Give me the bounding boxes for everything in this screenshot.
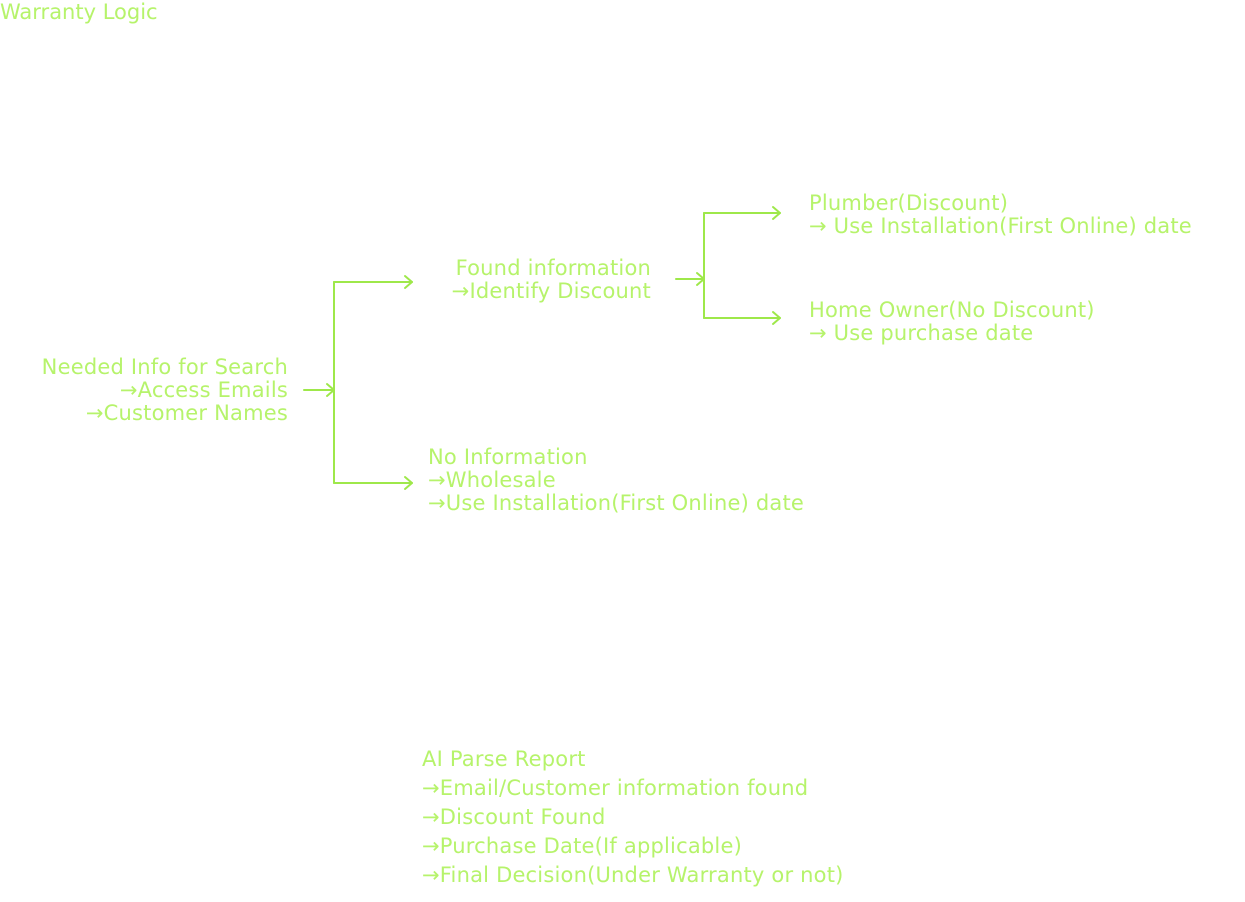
node-home-owner: Home Owner(No Discount) → Use purchase d…: [809, 299, 1095, 345]
node-needed-info-line: Needed Info for Search: [41, 355, 288, 379]
node-ai-parse-report-line: →Purchase Date(If applicable): [422, 834, 742, 858]
node-ai-parse-report-line: →Email/Customer information found: [422, 776, 809, 800]
arrowhead-found-information: [404, 275, 413, 289]
node-needed-info: Needed Info for Search →Access Emails →C…: [42, 356, 288, 425]
node-home-owner-line: Home Owner(No Discount): [809, 298, 1095, 322]
node-no-information-line: →Wholesale: [428, 468, 556, 492]
node-needed-info-line: →Access Emails: [119, 378, 288, 402]
node-ai-parse-report-line: →Discount Found: [422, 805, 606, 829]
arrowhead-home-owner: [772, 311, 781, 325]
arrowhead-no-information: [404, 476, 413, 490]
node-home-owner-line: → Use purchase date: [809, 321, 1034, 345]
node-ai-parse-report: AI Parse Report →Email/Customer informat…: [422, 745, 844, 890]
node-ai-parse-report-line: →Final Decision(Under Warranty or not): [422, 863, 844, 887]
node-plumber: Plumber(Discount) → Use Installation(Fir…: [809, 192, 1192, 238]
node-no-information: No Information →Wholesale →Use Installat…: [428, 446, 804, 515]
node-plumber-line: → Use Installation(First Online) date: [809, 214, 1192, 238]
node-found-information: Found information →Identify Discount: [452, 257, 651, 303]
node-plumber-line: Plumber(Discount): [809, 191, 1009, 215]
node-found-information-line: Found information: [455, 256, 651, 280]
arrowhead-needed-info-stub: [326, 383, 335, 397]
diagram-title: Warranty Logic: [0, 0, 158, 24]
node-found-information-line: →Identify Discount: [451, 279, 651, 303]
arrowhead-plumber: [772, 206, 781, 220]
node-ai-parse-report-line: AI Parse Report: [422, 747, 586, 771]
node-needed-info-line: →Customer Names: [85, 401, 288, 425]
node-no-information-line: No Information: [428, 445, 588, 469]
node-no-information-line: →Use Installation(First Online) date: [428, 491, 805, 515]
